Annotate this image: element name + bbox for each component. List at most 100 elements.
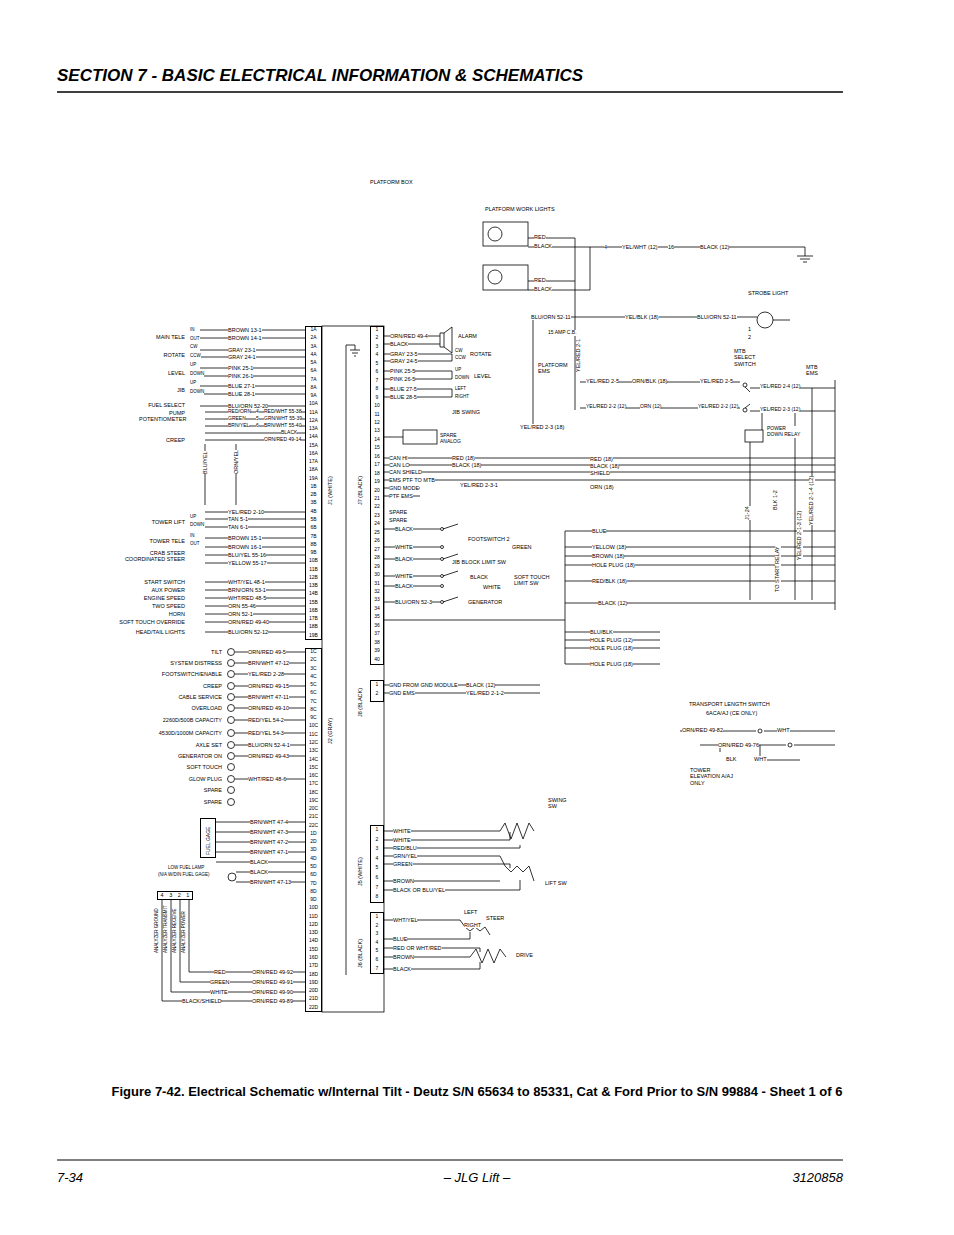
wire-label: RED (18): [590, 456, 613, 462]
gauge-box: FUEL GAGE: [200, 818, 216, 858]
page-number: 7-34: [57, 1171, 83, 1185]
terminal-symbol: [228, 694, 235, 701]
terminal-symbol: [228, 787, 235, 794]
connector-name: J6 (BLACK): [358, 939, 364, 968]
pin-number: 5C: [310, 682, 316, 688]
wire-line: [533, 317, 790, 430]
wire-label: BRN/WHT 47-4: [250, 819, 288, 825]
component-name: SOFT TOUCH LIMIT SW: [514, 574, 552, 587]
wire-label: GRAY 23-5: [390, 351, 418, 357]
switch-position: CW: [190, 345, 198, 350]
pin-number: 19B: [309, 633, 318, 639]
wire-label: BLUE 28-1: [228, 391, 255, 397]
wire-line: [205, 444, 236, 505]
terminal-symbol: [488, 270, 502, 284]
wire-label: YEL/RED 2-1: [576, 339, 582, 372]
plug-number: 6: [256, 423, 259, 429]
pin-number: 1: [376, 682, 379, 688]
pin-number: 10D: [309, 905, 318, 911]
wire-label: BROWN 14-1: [228, 335, 262, 341]
function-name: SOFT TOUCH OVERRIDE: [119, 619, 185, 625]
pin-number: 4: [376, 940, 379, 946]
wire-label: WHITE: [210, 989, 228, 995]
switch-position: DOWN: [190, 523, 204, 528]
pin-number: 21: [374, 496, 380, 502]
pin-number: 7D: [310, 881, 316, 887]
pin-number: 15D: [309, 947, 318, 953]
component-name: LIFT SW: [545, 880, 567, 886]
pin-number: 20D: [309, 988, 318, 994]
wire-label: BLUE: [393, 936, 407, 942]
component-name: ROTATE: [470, 351, 492, 357]
function-name: SPARE: [204, 799, 222, 805]
figure-caption: Figure 7-42. Electrical Schematic w/Inte…: [92, 1083, 862, 1101]
pin-number: 2: [376, 691, 379, 697]
wire-label: BROWN: [393, 954, 414, 960]
wire-label: YEL/RED 2-3 (18): [520, 424, 564, 430]
pin-number: 3C: [310, 666, 316, 672]
connector-plug: 4 3 2 1: [157, 891, 193, 900]
wire-label: ORN/RED 49-43: [248, 753, 289, 759]
pin-number: 1A: [310, 327, 316, 333]
wire-label: BLACK (18): [452, 462, 481, 468]
terminal-symbol: [228, 753, 235, 760]
pin-number: 8: [376, 894, 379, 900]
pin-number: 5: [376, 948, 379, 954]
function-name: MAIN TELE: [156, 334, 185, 340]
pin-number: 38: [374, 640, 380, 646]
wire-line: [384, 531, 835, 664]
function-name: TOWER TELE: [149, 538, 185, 544]
wire-label: BLACK: [250, 859, 268, 865]
pin-number: 29: [374, 564, 380, 570]
wire-label: BLU/ORN 52-4-1: [248, 742, 290, 748]
wire-line: [483, 265, 528, 290]
pin-number: 22D: [309, 1005, 318, 1011]
pin-number: 36: [374, 623, 380, 629]
terminal-symbol: [441, 546, 444, 549]
wire-line: [216, 822, 305, 882]
signal-name: CAN HI: [389, 455, 408, 461]
pin-number: 2A: [310, 335, 316, 341]
wire-label: BLUE 27-5: [390, 386, 417, 392]
wire-line: [200, 330, 305, 440]
wire-label: ORN/RED 49-91: [252, 979, 293, 985]
pin-number: 16C: [309, 773, 318, 779]
pin-number: 16B: [309, 608, 318, 614]
connector-name: FUEL GAGE: [206, 827, 211, 855]
wire-label: BLU/ORN 52-11: [697, 314, 737, 320]
pin-number: 7: [376, 885, 379, 891]
function-name: CABLE SERVICE: [178, 694, 222, 700]
wire-group: [57, 92, 843, 1160]
pin-number: 3: [376, 846, 379, 852]
wire-label: RED/BLK (18): [592, 578, 627, 584]
pin-number: 12B: [309, 575, 318, 581]
pin-number: 20: [374, 488, 380, 494]
plug-number: 5: [256, 416, 259, 422]
wire-line: [384, 529, 440, 602]
switch-position: IN: [190, 328, 195, 333]
pin-number: 11: [374, 412, 379, 418]
wire-line: [57, 91, 843, 93]
wire-label: YEL/RED 2-3-1: [460, 482, 498, 488]
pin-number: 16D: [309, 955, 318, 961]
function-name: ROTATE: [164, 352, 186, 358]
pin-number: 6A: [310, 368, 316, 374]
wire-label: BLU/ORN 52-11: [531, 314, 571, 320]
wire-label: BLK: [726, 756, 736, 762]
pin-number: 18C: [309, 790, 318, 796]
function-name: TILT: [211, 649, 222, 655]
pin-number: 2B: [310, 492, 316, 498]
terminal-symbol: [488, 227, 502, 241]
wire-label: ORN/RED 49-4: [390, 333, 428, 339]
terminal-symbol: [228, 776, 235, 783]
wire-line: [384, 437, 403, 438]
pin-number: 17B: [309, 616, 318, 622]
pin-number: 7A: [310, 377, 316, 383]
function-name: GENERATOR ON: [178, 753, 222, 759]
pin-number: 13D: [309, 930, 318, 936]
wire-label: BROWN 13-1: [228, 327, 262, 333]
terminal-symbol: [228, 742, 235, 749]
wire-line: [745, 387, 750, 408]
section-title: SECTION 7 - BASIC ELECTRICAL INFORMATION…: [57, 66, 583, 86]
